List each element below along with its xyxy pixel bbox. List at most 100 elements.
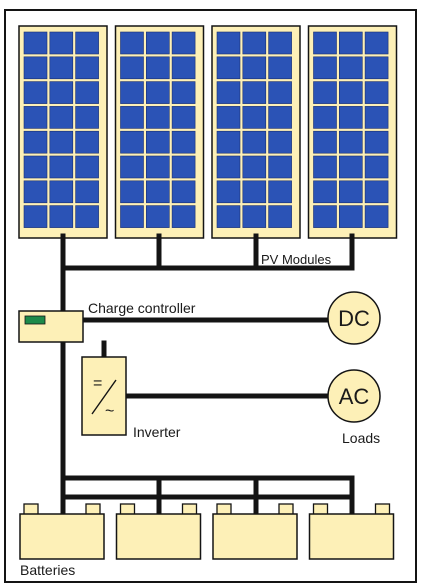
pv-cell	[364, 106, 389, 129]
pv-cell	[75, 56, 99, 80]
pv-cell	[171, 31, 196, 55]
pv-cell	[146, 130, 170, 154]
pv-cell	[364, 205, 389, 228]
ac-load: AC	[327, 369, 381, 423]
pv-cell	[364, 155, 389, 179]
pv-cell	[216, 205, 241, 228]
pv-cell	[364, 130, 389, 154]
pv-cell	[120, 31, 144, 55]
loads-label: Loads	[342, 430, 380, 446]
pv-cell	[313, 180, 337, 204]
pv-cell	[364, 56, 389, 80]
pv-cell	[120, 81, 144, 104]
pv-module-3	[211, 25, 301, 239]
pv-cell	[146, 56, 170, 80]
pv-cell	[338, 180, 363, 204]
pv-cell	[268, 205, 292, 228]
pv-cell	[49, 180, 74, 204]
pv-cell	[171, 106, 196, 129]
charge-controller-label: Charge controller	[88, 300, 196, 316]
pv-cell	[146, 155, 170, 179]
battery-body	[115, 513, 202, 560]
pv-module-2	[114, 25, 205, 239]
pv-cell	[171, 205, 196, 228]
dc-load: DC	[327, 291, 381, 345]
pv-cell	[171, 81, 196, 104]
pv-cell	[338, 31, 363, 55]
pv-cell	[313, 205, 337, 228]
dc-load-circle	[327, 291, 381, 345]
inverter-slash	[91, 379, 117, 415]
pv-cell	[313, 56, 337, 80]
pv-cell	[146, 106, 170, 129]
pv-cell	[75, 155, 99, 179]
ac-load-circle	[327, 369, 381, 423]
pv-cell	[23, 180, 48, 204]
pv-cell	[242, 155, 267, 179]
inverter: = ~	[81, 356, 127, 436]
pv-cell	[313, 81, 337, 104]
pv-cell	[23, 106, 48, 129]
wiring	[60, 233, 355, 515]
pv-cell	[49, 130, 74, 154]
pv-cell	[242, 180, 267, 204]
battery-4	[308, 503, 395, 560]
pv-cell	[120, 106, 144, 129]
pv-cell	[120, 130, 144, 154]
pv-cell	[242, 31, 267, 55]
pv-cell	[313, 130, 337, 154]
pv-cell	[49, 155, 74, 179]
pv-cell	[171, 56, 196, 80]
pv-cell	[268, 155, 292, 179]
pv-cell	[268, 81, 292, 104]
pv-cell	[268, 106, 292, 129]
battery-body	[308, 513, 395, 560]
pv-cell	[268, 56, 292, 80]
pv-cell	[146, 31, 170, 55]
pv-cell	[216, 130, 241, 154]
pv-cell	[338, 205, 363, 228]
battery-2	[115, 503, 202, 560]
pv-cell	[120, 155, 144, 179]
pv-cell	[338, 130, 363, 154]
pv-cell	[364, 180, 389, 204]
pv-cell	[242, 106, 267, 129]
pv-cell	[216, 31, 241, 55]
pv-cell	[75, 81, 99, 104]
pv-cell	[75, 130, 99, 154]
ac-load-label: AC	[339, 384, 370, 409]
pv-cell	[120, 205, 144, 228]
pv-cell	[23, 56, 48, 80]
battery-3	[212, 503, 298, 560]
pv-cell	[338, 81, 363, 104]
pv-module-1	[18, 25, 108, 239]
pv-cell	[171, 130, 196, 154]
pv-cell	[364, 81, 389, 104]
battery-body	[212, 513, 298, 560]
pv-cell	[171, 180, 196, 204]
pv-cell	[268, 180, 292, 204]
pv-cell	[49, 205, 74, 228]
pv-cell	[242, 81, 267, 104]
pv-cell	[23, 205, 48, 228]
battery-bank	[19, 503, 395, 560]
pv-cell	[75, 205, 99, 228]
pv-cell	[75, 31, 99, 55]
pv-cell	[313, 155, 337, 179]
pv-cell	[242, 205, 267, 228]
pv-cell	[216, 180, 241, 204]
batteries-label: Batteries	[20, 562, 75, 578]
pv-cell	[216, 106, 241, 129]
pv-cell	[146, 180, 170, 204]
pv-cell	[313, 31, 337, 55]
pv-cell	[146, 205, 170, 228]
pv-cell	[216, 81, 241, 104]
pv-cell	[49, 56, 74, 80]
pv-cell	[313, 106, 337, 129]
pv-cell	[338, 155, 363, 179]
pv-cell	[338, 56, 363, 80]
pv-module-4	[307, 25, 398, 239]
inverter-dc-symbol: =	[93, 375, 102, 392]
